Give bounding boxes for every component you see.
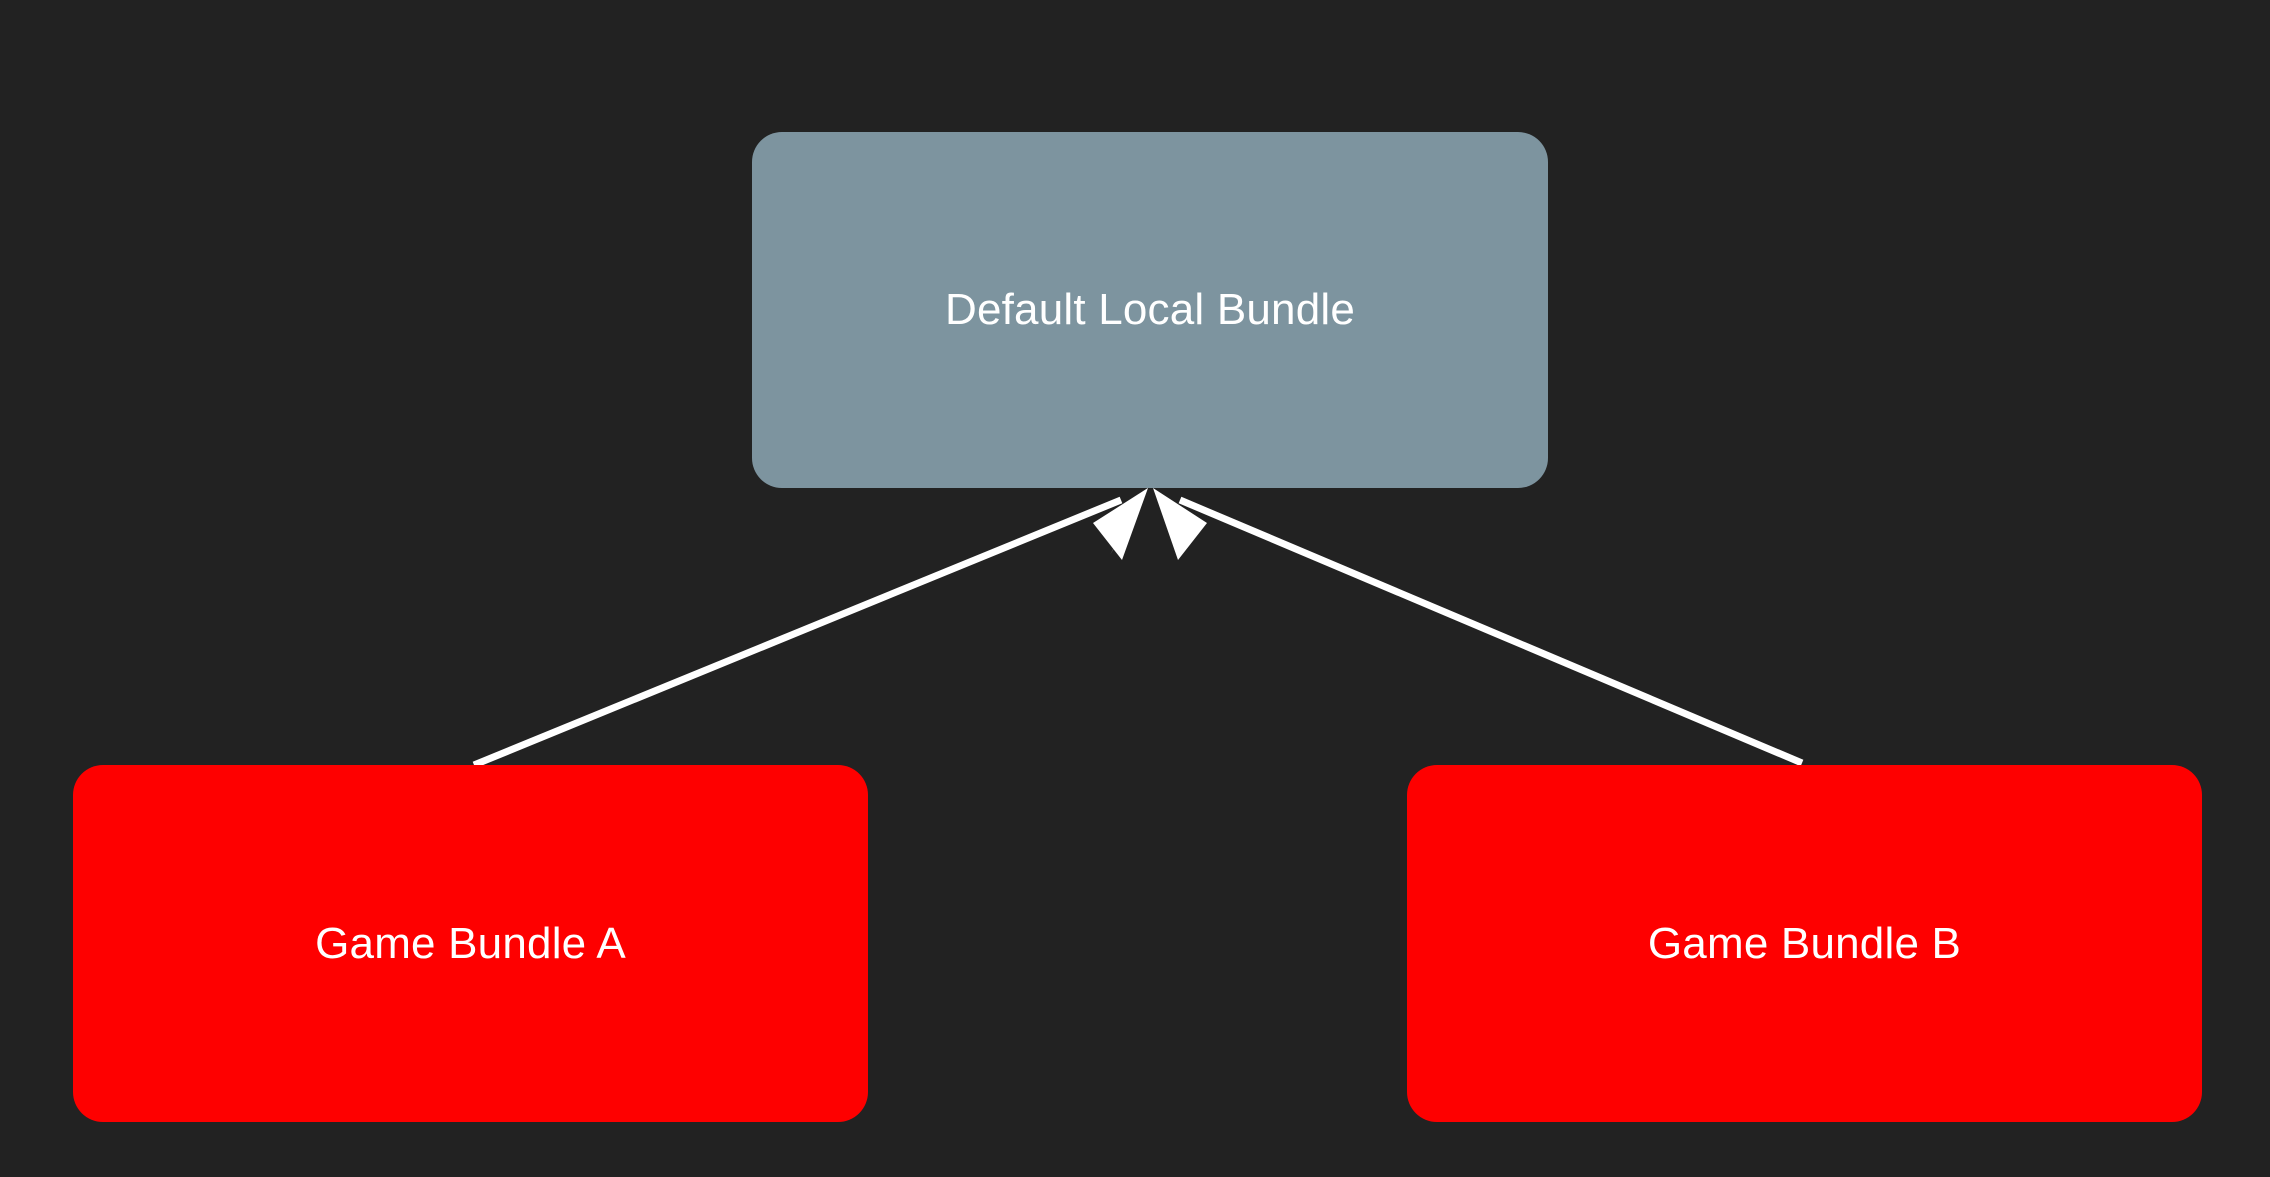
edge-arrowhead-a	[1095, 488, 1148, 555]
node-game-bundle-a[interactable]: Game Bundle A	[73, 765, 868, 1122]
node-label-default-local-bundle: Default Local Bundle	[944, 285, 1356, 334]
edge-game-bundle-a-to-default-local-bundle[interactable]	[472, 488, 1148, 769]
node-game-bundle-b[interactable]: Game Bundle B	[1407, 765, 2202, 1122]
node-label-game-bundle-a: Game Bundle A	[315, 918, 626, 968]
node-default-local-bundle[interactable]: Default Local Bundle	[752, 132, 1548, 488]
edge-line-a	[472, 496, 1123, 769]
edge-arrowhead-a-body	[1093, 488, 1148, 560]
edge-line-b	[1178, 496, 1804, 767]
edge-arrowhead-b	[1153, 488, 1207, 560]
node-label-game-bundle-b: Game Bundle B	[1647, 918, 1962, 968]
edge-game-bundle-b-to-default-local-bundle[interactable]	[1153, 488, 1804, 767]
